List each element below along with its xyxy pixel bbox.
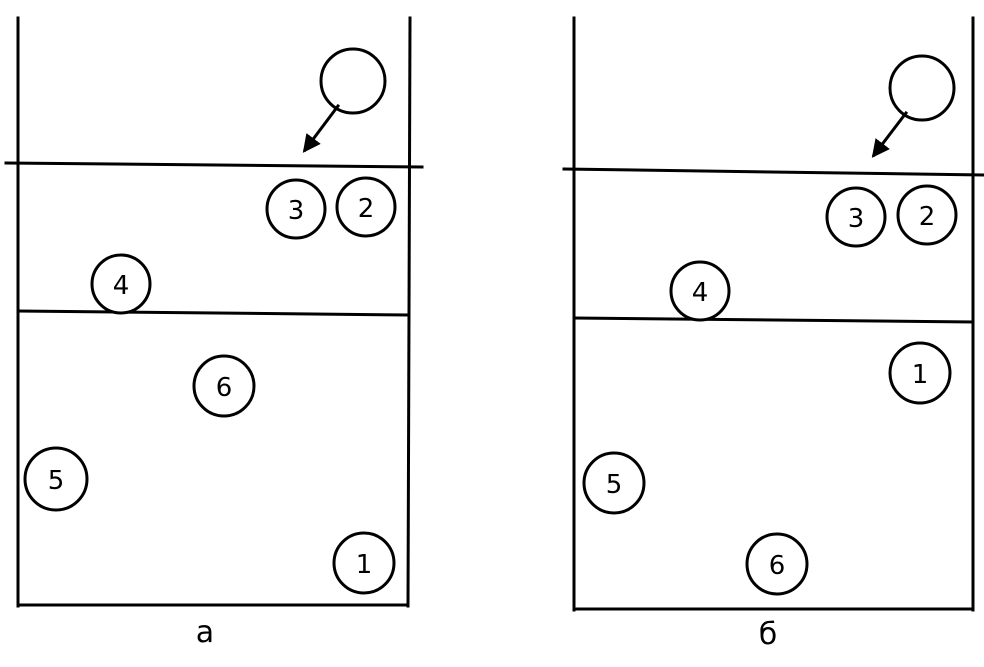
court-a — [4, 16, 424, 608]
player-a-4-circle — [90, 253, 152, 315]
player-b-3: 3 — [825, 186, 887, 248]
player-b-6-number: 6 — [769, 551, 786, 581]
player-a-1-circle — [332, 531, 396, 595]
player-a-2-number: 2 — [358, 194, 375, 224]
court-b-net — [562, 167, 984, 177]
diagram-b: 3 2 4 1 5 6 б — [562, 16, 984, 652]
player-b-3-number: 3 — [848, 204, 865, 234]
player-a-3-number: 3 — [288, 196, 305, 226]
court-a-right-sideline — [406, 16, 412, 608]
server-b-circle — [888, 54, 956, 122]
serve-arrow-a — [302, 103, 341, 153]
player-a-6: 6 — [192, 354, 256, 418]
player-a-1-number: 1 — [356, 550, 373, 580]
player-b-2-circle — [896, 184, 958, 246]
diagram-a: 3 2 4 6 5 1 а — [4, 16, 424, 650]
player-a-5-number: 5 — [48, 466, 65, 496]
player-a-2-circle — [335, 176, 397, 238]
player-b-6: 6 — [745, 532, 809, 596]
court-b — [562, 16, 984, 612]
court-a-net — [4, 161, 424, 169]
court-a-attack-line — [16, 309, 410, 317]
player-b-5-circle — [582, 451, 646, 515]
player-b-4-number: 4 — [692, 278, 709, 308]
player-b-4: 4 — [669, 260, 731, 322]
player-a-5-circle — [23, 446, 89, 512]
player-a-1: 1 — [332, 531, 396, 595]
player-a-5: 5 — [23, 446, 89, 512]
player-b-1-circle — [888, 341, 952, 405]
player-b-3-circle — [825, 186, 887, 248]
player-b-1: 1 — [888, 341, 952, 405]
player-a-4: 4 — [90, 253, 152, 315]
caption-a: а — [196, 615, 214, 650]
player-a-6-number: 6 — [216, 373, 233, 403]
caption-b: б — [759, 617, 778, 652]
court-b-attack-line — [572, 316, 975, 324]
server-a — [302, 47, 387, 153]
player-a-2: 2 — [335, 176, 397, 238]
player-b-2-number: 2 — [919, 202, 936, 232]
player-b-5-number: 5 — [606, 470, 623, 500]
player-a-4-number: 4 — [113, 271, 130, 301]
player-a-3: 3 — [265, 178, 327, 240]
server-b — [871, 54, 956, 158]
player-a-3-circle — [265, 178, 327, 240]
player-a-6-circle — [192, 354, 256, 418]
serve-arrow-b — [871, 110, 909, 158]
player-b-2: 2 — [896, 184, 958, 246]
server-a-circle — [319, 47, 387, 115]
player-b-6-circle — [745, 532, 809, 596]
player-b-4-circle — [669, 260, 731, 322]
player-b-1-number: 1 — [912, 360, 929, 390]
player-b-5: 5 — [582, 451, 646, 515]
